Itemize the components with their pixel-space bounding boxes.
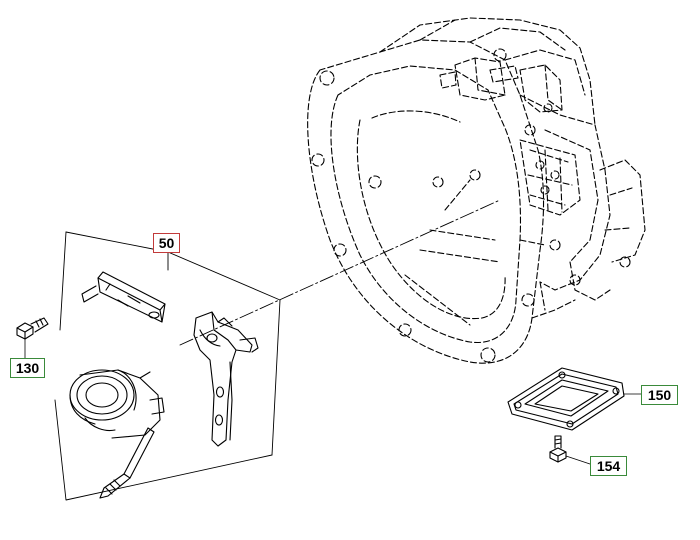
center-axis-line <box>179 199 501 346</box>
clutch-fork <box>193 311 259 447</box>
gearbox-housing <box>307 17 646 364</box>
assembly-50-bracket <box>54 231 281 501</box>
release-bearing <box>69 369 165 439</box>
callout-assembly-50[interactable]: 50 <box>153 233 180 253</box>
grease-tube <box>99 427 155 499</box>
pivot-shaft <box>81 271 166 323</box>
callout-cover-plate-150[interactable]: 150 <box>641 385 678 405</box>
callout-cover-bolt-154[interactable]: 154 <box>590 456 627 476</box>
callout-bolt-130[interactable]: 130 <box>10 358 45 378</box>
cover-plate-150 <box>507 367 642 431</box>
bolt-154 <box>549 435 591 465</box>
bolt-130 <box>16 317 49 359</box>
